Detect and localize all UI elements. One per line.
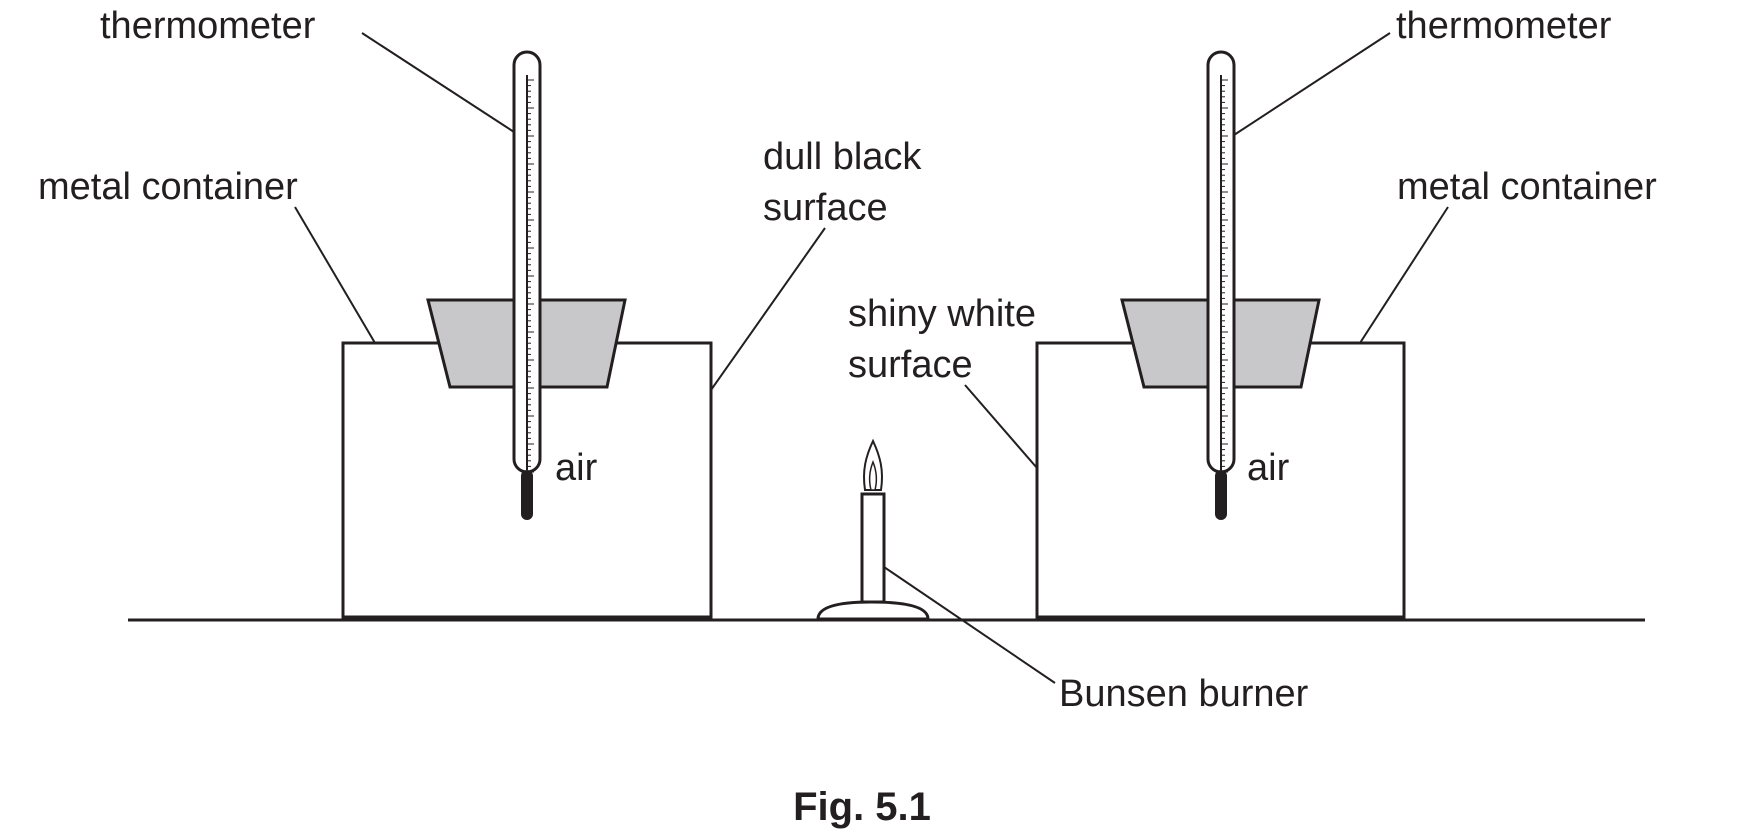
left-thermometer xyxy=(512,50,542,520)
inner-flame-icon xyxy=(868,459,878,491)
left-container-leader xyxy=(294,206,376,344)
shiny-white-label-line2: surface xyxy=(848,344,973,386)
bunsen-burner-label: Bunsen burner xyxy=(1059,673,1309,715)
left-thermometer-leader xyxy=(361,32,515,133)
dull-black-label-line1: dull black xyxy=(763,136,922,178)
right-container-leader xyxy=(1359,206,1449,344)
right-thermometer-leader xyxy=(1233,32,1391,136)
right-thermometer xyxy=(1206,50,1236,520)
metal-container-label-right: metal container xyxy=(1397,166,1657,208)
thermometer-label-right: thermometer xyxy=(1396,5,1612,47)
metal-container-label-left: metal container xyxy=(38,166,298,208)
left-thermometer-scale xyxy=(527,79,534,473)
dull-black-label-line2: surface xyxy=(763,187,888,229)
bunsen-leader xyxy=(883,566,1056,684)
thermometer-label-left: thermometer xyxy=(100,5,316,47)
figure-caption: Fig. 5.1 xyxy=(793,785,931,829)
bunsen-tube xyxy=(860,492,886,604)
bunsen-burner xyxy=(816,438,1056,684)
left-apparatus: air xyxy=(294,32,826,621)
right-apparatus: air xyxy=(964,32,1449,621)
air-label-left: air xyxy=(555,447,598,489)
bunsen-base xyxy=(816,600,930,621)
shiny-white-label-line1: shiny white xyxy=(848,293,1036,335)
dull-black-leader xyxy=(710,227,826,391)
right-thermometer-scale xyxy=(1221,79,1228,473)
shiny-white-leader xyxy=(964,384,1038,469)
air-label-right: air xyxy=(1247,447,1290,489)
